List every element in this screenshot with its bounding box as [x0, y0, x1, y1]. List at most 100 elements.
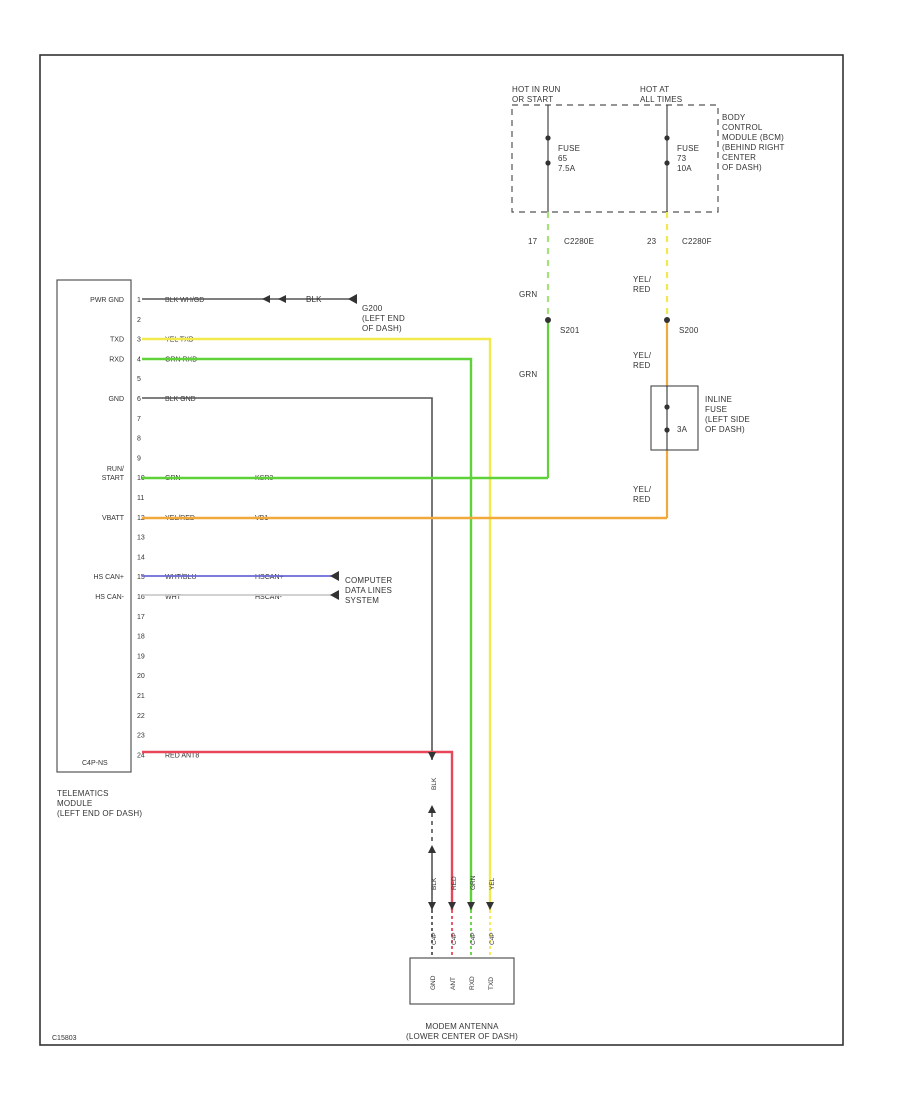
pin-name: HS CAN-: [95, 594, 124, 601]
diagram-code: C15803: [52, 1035, 77, 1042]
hscan-plus-arrow: [330, 571, 339, 581]
diagram-frame: [39, 54, 844, 1046]
label-line: (LEFT SIDE: [705, 415, 750, 424]
pin-number: 8: [137, 436, 141, 443]
gnd-wire: [142, 397, 433, 760]
wire-yelred-label-1: YEL/RED: [633, 275, 652, 294]
inline-fuse-value: 3A: [677, 425, 688, 434]
pin-name-line: RXD: [109, 356, 124, 363]
modem-antenna-label: MODEM ANTENNA(LOWER CENTER OF DASH): [406, 1022, 518, 1041]
antenna-wire-label: BLK: [431, 877, 438, 890]
pin-number: 24: [137, 752, 145, 759]
antenna-pin-label: GND: [430, 975, 437, 990]
c2280e-id: C2280E: [564, 237, 594, 246]
pin-number: 19: [137, 653, 145, 660]
bcm-box: [511, 104, 719, 213]
gnd-upper-wire-label: BLK: [431, 777, 438, 790]
pin-name: VBATT: [102, 515, 125, 522]
pin-name: RUN/START: [102, 466, 125, 482]
ground-id: G200: [362, 304, 383, 313]
label-line: ALL TIMES: [640, 95, 682, 104]
antenna-wire-label: RED: [451, 876, 458, 890]
antenna-wire-label: GRN: [470, 875, 477, 890]
label-line: OR START: [512, 95, 553, 104]
wire-yelred-label-2: YEL/RED: [633, 351, 652, 370]
antenna-wire-terminal: [467, 902, 475, 910]
pin-name-line: HS CAN-: [95, 594, 124, 601]
pin-number: 3: [137, 337, 141, 344]
rxd-wire: [142, 357, 473, 910]
label-line: 73: [677, 154, 687, 163]
label-line: (LEFT END OF DASH): [57, 809, 142, 818]
pin-number: 17: [137, 614, 145, 621]
pin-number: 12: [137, 515, 145, 522]
label-line: OF DASH): [722, 163, 762, 172]
wire-color-label: WHT: [165, 594, 182, 601]
pin-number: 9: [137, 455, 141, 462]
ground-terminal-arrow: [348, 294, 357, 304]
label-line: 7.5A: [558, 164, 576, 173]
splice-s201: [545, 317, 551, 323]
antenna-connector-label: C4P: [489, 932, 496, 945]
antenna-connector-label: C4P: [451, 932, 458, 945]
pin-number: 14: [137, 554, 145, 561]
antenna-connector-label: C4P: [431, 932, 438, 945]
ground-wire-label: BLK: [306, 295, 322, 304]
wire-color-label: RED ANT8: [165, 752, 199, 759]
label-line: RED: [633, 495, 651, 504]
pin-number: 2: [137, 317, 141, 324]
telematics-connector-id: C4P-NS: [82, 760, 108, 767]
antenna-pin-label: RXD: [469, 976, 476, 990]
ground-connector-arrow: [262, 295, 286, 303]
antenna-wire-terminal: [428, 902, 436, 910]
pin-number: 18: [137, 634, 145, 641]
wire-grn-label-2: GRN: [519, 370, 537, 379]
label-line: RED: [633, 361, 651, 370]
antenna-wire-terminal: [448, 902, 456, 910]
pin-name-line: START: [102, 475, 125, 482]
wire-color-label: BLK WH/GD: [165, 297, 204, 304]
pin-name-line: GND: [108, 396, 124, 403]
label-line: 10A: [677, 164, 692, 173]
pin-name: RXD: [109, 356, 124, 363]
pin-name: HS CAN+: [93, 574, 124, 581]
wire-color-label: BLK GND: [165, 396, 196, 403]
label-line: MODULE: [57, 799, 92, 808]
c2280e-pin: 17: [528, 237, 538, 246]
telematics-pin-names: PWR GND TXD RXD GND RUN/START VBATT HS CAN+ HS …: [90, 297, 125, 601]
pin-number: 16: [137, 594, 145, 601]
pin-number: 15: [137, 574, 145, 581]
pin-name-line: TXD: [110, 337, 124, 344]
pin-number: 10: [137, 475, 145, 482]
antenna-connector-label: C4P: [470, 932, 477, 945]
antenna-wire-terminal: [486, 902, 494, 910]
pin-name: PWR GND: [90, 297, 124, 304]
pin-name-line: VBATT: [102, 515, 125, 522]
wire-circuit-label: HSCAN-: [255, 594, 283, 601]
label-line: RED: [633, 285, 651, 294]
pin-name-line: RUN/: [107, 466, 124, 473]
label-line: OF DASH): [362, 324, 402, 333]
wire-yelred-label-3: YEL/RED: [633, 485, 652, 504]
pin-number: 21: [137, 693, 145, 700]
label-line: DATA LINES: [345, 586, 392, 595]
pin-name: GND: [108, 396, 124, 403]
splice-s200: [664, 317, 670, 323]
pin-name: TXD: [110, 337, 124, 344]
pin-number: 7: [137, 416, 141, 423]
antenna-wire: [142, 750, 454, 910]
antenna-pin-label: ANT: [450, 977, 457, 990]
label-line: 65: [558, 154, 568, 163]
pin-name-line: HS CAN+: [93, 574, 124, 581]
